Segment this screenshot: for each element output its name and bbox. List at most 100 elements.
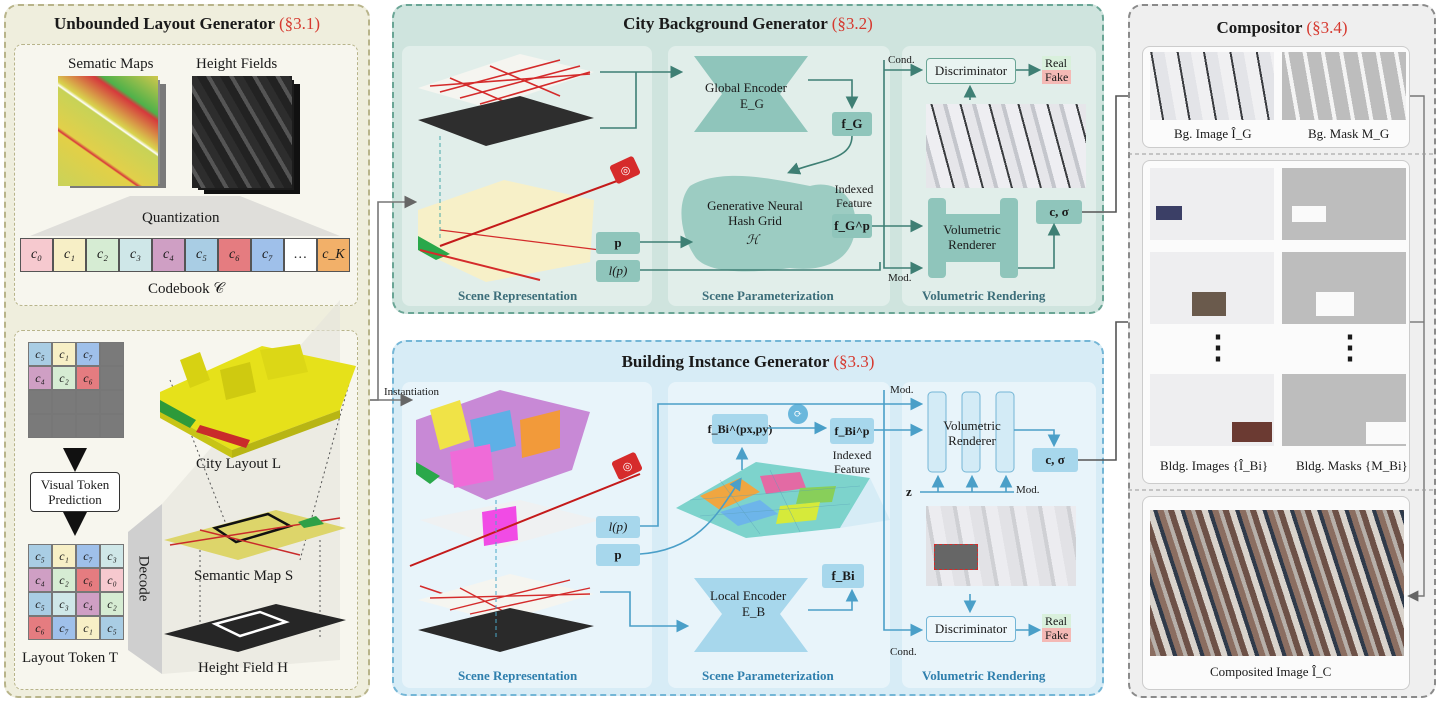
bg-image — [1150, 52, 1274, 120]
layout-token-cell: c₇ — [52, 616, 76, 640]
codebook-token: c_K — [317, 238, 350, 272]
cbg-lp-box: l(p) — [596, 260, 640, 282]
bldg-image-2-building — [1192, 292, 1226, 316]
composited-image — [1150, 510, 1404, 656]
layout-token-cell: c₆ — [76, 568, 100, 592]
big-scene-parameterization-label: Scene Parameterization — [702, 668, 834, 683]
cbg-discriminator-box: Discriminator — [926, 58, 1016, 84]
big-fbp-box: f_Bi^p — [830, 418, 874, 444]
layout-token-cell: c₁ — [52, 544, 76, 568]
codebook-label: Codebook 𝒞 — [148, 281, 225, 297]
cbg-global-encoder-sub: E_G — [740, 96, 764, 111]
ulg-title: Unbounded Layout Generator (§3.1) — [53, 14, 321, 33]
big-cond-label: Cond. — [890, 646, 917, 658]
cbg-indexed-feature-label: Indexed Feature — [834, 182, 874, 210]
layout-token-cell: c₀ — [100, 568, 124, 592]
big-local-encoder-sub: E_B — [742, 604, 766, 619]
bldg-images-label: Bldg. Images {Î_Bi} — [1160, 458, 1269, 473]
layout-token-cell: c₇ — [76, 342, 100, 366]
layout-token-cell: c₁ — [52, 342, 76, 366]
layout-token-cell: c₅ — [28, 592, 52, 616]
big-scene-representation-label: Scene Representation — [458, 668, 578, 683]
cbg-c-sigma-box: c, σ — [1036, 200, 1082, 224]
layout-token-cell: c₄ — [76, 592, 100, 616]
layout-token-cell — [52, 390, 76, 414]
cbg-hash-grid-symbol: ℋ — [746, 232, 759, 247]
layout-token-cell: c₅ — [28, 342, 52, 366]
codebook-token: c₄ — [152, 238, 185, 272]
layout-token-cell: c₆ — [28, 616, 52, 640]
cbg-volumetric-rendering-label: Volumetric Rendering — [922, 288, 1046, 303]
city-layout-label: City Layout L — [196, 456, 281, 472]
big-z-label: z — [906, 484, 912, 499]
big-volumetric-renderer-label: Volumetric Renderer — [943, 418, 1001, 448]
cbg-scene-representation-label: Scene Representation — [458, 288, 578, 303]
semantic-map-front — [58, 76, 158, 186]
codebook-token: c₆ — [218, 238, 251, 272]
layout-token-cell — [28, 390, 52, 414]
decode-label: Decode — [135, 555, 152, 602]
bldg-image-1 — [1150, 168, 1274, 240]
big-rendered-building — [934, 544, 978, 570]
bldg-mask-1-white — [1292, 206, 1326, 222]
bldg-mask-3-white — [1366, 422, 1406, 444]
layout-token-cell — [100, 366, 124, 390]
codebook-token: c₀ — [20, 238, 53, 272]
layout-token-cell — [76, 390, 100, 414]
layout-token-cell: c₄ — [28, 366, 52, 390]
bldg-masks-dots: ⋮ — [1334, 329, 1366, 365]
layout-token-cell: c₄ — [28, 568, 52, 592]
big-rotation-icon: ⟳ — [788, 404, 808, 424]
big-real-fake: Real Fake — [1042, 614, 1072, 642]
cbg-title: City Background Generator (§3.2) — [623, 14, 873, 33]
layout-token-label: Layout Token T — [22, 650, 118, 666]
composited-image-label: Composited Image Î_C — [1210, 664, 1332, 679]
bldg-mask-1 — [1282, 168, 1406, 240]
visual-token-prediction-box: Visual Token Prediction — [30, 472, 120, 512]
big-mod-label: Mod. — [890, 384, 914, 396]
bg-image-label: Bg. Image Î_G — [1174, 126, 1252, 141]
layout-token-cell: c₇ — [76, 544, 100, 568]
cbg-fgp-box: f_G^p — [832, 214, 872, 238]
big-title: Building Instance Generator (§3.3) — [621, 352, 875, 371]
quantization-label: Quantization — [142, 210, 220, 226]
compositor-title: Compositor (§3.4) — [1216, 18, 1348, 37]
layout-token-cell: c₅ — [100, 616, 124, 640]
bldg-image-1-building — [1156, 206, 1182, 220]
cbg-scene-parameterization-label: Scene Parameterization — [702, 288, 834, 303]
cbg-fg-box: f_G — [832, 112, 872, 136]
bldg-images-dots: ⋮ — [1202, 329, 1234, 365]
codebook-token: c₃ — [119, 238, 152, 272]
cbg-global-encoder-label: Global Encoder — [705, 80, 787, 95]
codebook-token: c₇ — [251, 238, 284, 272]
codebook-token: c₅ — [185, 238, 218, 272]
big-discriminator-box: Discriminator — [926, 616, 1016, 642]
semantic-map-label: Semantic Map S — [194, 568, 294, 584]
layout-token-cell: c₅ — [28, 544, 52, 568]
layout-token-cell: c₆ — [76, 366, 100, 390]
big-fb-pxpy-box: f_Bi^(px,py) — [708, 414, 772, 444]
big-mod2-label: Mod. — [1016, 484, 1040, 496]
layout-token-cell — [52, 414, 76, 438]
bldg-masks-label: Bldg. Masks {M_Bi} — [1296, 458, 1408, 473]
big-local-encoder-label: Local Encoder — [710, 588, 787, 603]
codebook-token: … — [284, 238, 317, 272]
big-c-sigma-box: c, σ — [1032, 448, 1078, 472]
codebook-token: c₁ — [53, 238, 86, 272]
cbg-p-box: p — [596, 232, 640, 254]
big-fb-box: f_Bi — [822, 564, 864, 588]
cbg-hash-grid-label: Generative Neural Hash Grid — [707, 198, 803, 228]
height-field-label: Height Field H — [198, 660, 288, 676]
cbg-mod-label: Mod. — [888, 272, 912, 284]
height-field-front — [192, 76, 292, 188]
cbg-rendered-image — [926, 104, 1086, 188]
big-indexed-feature-label: Indexed Feature — [832, 448, 872, 476]
layout-token-cell: c₂ — [100, 592, 124, 616]
bldg-image-3-building — [1232, 422, 1272, 442]
layout-token-cell: c₁ — [76, 616, 100, 640]
layout-token-cell — [100, 390, 124, 414]
bldg-mask-2-white — [1316, 292, 1354, 316]
layout-token-cell — [28, 414, 52, 438]
instantiation-label: Instantiation — [384, 386, 439, 398]
layout-token-cell: c₃ — [100, 544, 124, 568]
